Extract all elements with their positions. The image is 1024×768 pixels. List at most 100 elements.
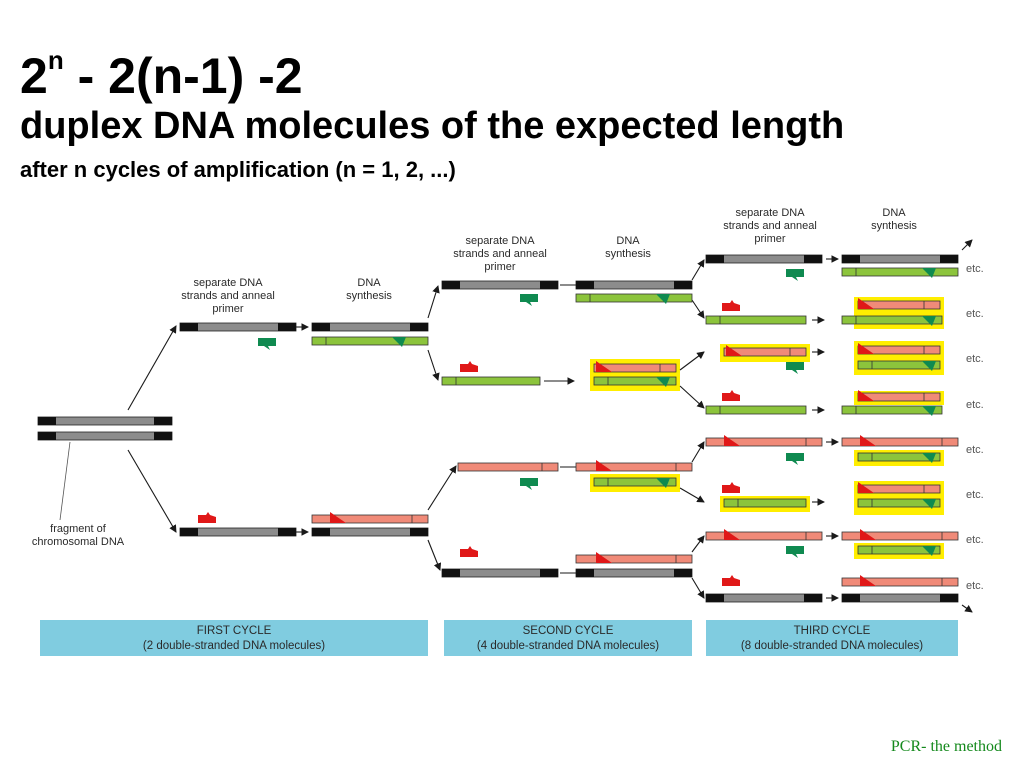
new-strand-green bbox=[705, 405, 807, 415]
cycle-title: THIRD CYCLE bbox=[794, 625, 871, 637]
etc-label: etc. bbox=[966, 399, 984, 411]
new-strand-green bbox=[857, 360, 941, 370]
new-strand-green bbox=[311, 336, 429, 346]
new-strand-salmon bbox=[841, 577, 959, 587]
primer-green-extended bbox=[922, 499, 936, 509]
primer-red bbox=[460, 361, 478, 372]
strand-end-right bbox=[804, 255, 822, 263]
strand-end-right bbox=[410, 528, 428, 536]
process-arrow bbox=[679, 385, 705, 409]
primer-green-extended bbox=[392, 337, 406, 347]
primer-green-extended bbox=[922, 453, 936, 463]
etc-label: etc. bbox=[966, 534, 984, 546]
highlight-layer bbox=[590, 297, 944, 559]
primer-red bbox=[722, 300, 740, 311]
strand-end-right bbox=[804, 594, 822, 602]
primer-red-extended bbox=[860, 529, 876, 540]
step-label-separate: strands and anneal bbox=[181, 290, 275, 302]
process-arrow bbox=[127, 449, 177, 533]
cycle-title: FIRST CYCLE bbox=[197, 625, 272, 637]
step-label-synthesis: synthesis bbox=[346, 290, 392, 302]
primer-red-extended bbox=[726, 345, 742, 356]
cycle-box bbox=[444, 620, 692, 656]
new-strand-green bbox=[841, 267, 959, 277]
cycle-subtitle: (2 double-stranded DNA molecules) bbox=[143, 640, 325, 652]
primer-green-extended bbox=[922, 268, 936, 278]
primer-red-extended bbox=[596, 552, 612, 563]
primer-red-extended bbox=[724, 529, 740, 540]
process-arrow bbox=[961, 604, 973, 613]
fragment-strand-bottom bbox=[37, 431, 173, 441]
step-label-separate: strands and anneal bbox=[723, 220, 817, 232]
etc-label: etc. bbox=[966, 308, 984, 320]
strand-end-right bbox=[940, 594, 958, 602]
subtitle: duplex DNA molecules of the expected len… bbox=[20, 105, 845, 147]
primer-green bbox=[520, 478, 538, 490]
strand-end-right bbox=[674, 281, 692, 289]
strand-end-right bbox=[540, 569, 558, 577]
step-label-synthesis: DNA bbox=[357, 277, 381, 289]
step-label-separate: primer bbox=[754, 233, 786, 245]
primer-red-extended bbox=[858, 298, 874, 309]
new-strand-green bbox=[593, 376, 677, 386]
new-strand-green bbox=[841, 405, 943, 415]
process-arrow bbox=[679, 351, 705, 371]
fragment-strand-top bbox=[37, 416, 173, 426]
strand-end-right bbox=[278, 323, 296, 331]
strand-end-left bbox=[180, 323, 198, 331]
cycle-subtitle: (8 double-stranded DNA molecules) bbox=[741, 640, 923, 652]
title-formula: 2n - 2(n-1) -2 bbox=[20, 30, 303, 106]
new-strand-salmon bbox=[575, 462, 693, 472]
process-arrow bbox=[961, 239, 973, 251]
process-arrow bbox=[691, 259, 705, 281]
etc-label: etc. bbox=[966, 353, 984, 365]
new-strand-salmon bbox=[457, 462, 559, 472]
process-arrow bbox=[691, 535, 705, 553]
strand-end-right bbox=[674, 569, 692, 577]
strand-end-left bbox=[312, 323, 330, 331]
new-strand-green bbox=[441, 376, 541, 386]
process-arrow bbox=[691, 441, 705, 463]
sub-subtitle: after n cycles of amplification (n = 1, … bbox=[20, 157, 456, 182]
new-strand-green bbox=[857, 498, 941, 508]
primer-green bbox=[786, 453, 804, 465]
primer-red-extended bbox=[596, 361, 612, 372]
new-strand-green bbox=[575, 293, 693, 303]
step-label-separate: separate DNA bbox=[193, 277, 263, 289]
primer-green-extended bbox=[922, 316, 936, 326]
primer-red bbox=[722, 390, 740, 401]
etc-label: etc. bbox=[966, 489, 984, 501]
strand-end-left bbox=[442, 569, 460, 577]
strand-layer bbox=[37, 254, 959, 603]
new-strand-salmon bbox=[705, 531, 823, 541]
step-label-separate: separate DNA bbox=[735, 207, 805, 219]
etc-label: etc. bbox=[966, 580, 984, 592]
cycle-box bbox=[40, 620, 428, 656]
primer-red-extended bbox=[596, 460, 612, 471]
primer-red-extended bbox=[858, 482, 874, 493]
new-strand-salmon bbox=[311, 514, 429, 524]
strand-end bbox=[38, 432, 56, 440]
primer-red bbox=[460, 546, 478, 557]
step-label-separate: primer bbox=[212, 303, 244, 315]
process-arrow bbox=[427, 285, 440, 319]
primer-green-extended bbox=[656, 377, 670, 387]
cycle-box-layer: FIRST CYCLE (2 double-stranded DNA molecu… bbox=[40, 620, 958, 656]
strand-end-left bbox=[180, 528, 198, 536]
step-label-separate: primer bbox=[484, 261, 516, 273]
step-label-synthesis: DNA bbox=[882, 207, 906, 219]
primer-red-extended bbox=[724, 435, 740, 446]
new-strand-green bbox=[705, 315, 807, 325]
step-label-synthesis: DNA bbox=[616, 235, 640, 247]
primer-green bbox=[258, 338, 276, 350]
primer-green bbox=[786, 362, 804, 374]
step-label-synthesis: synthesis bbox=[871, 220, 917, 232]
primer-red bbox=[722, 575, 740, 586]
fragment-pointer bbox=[59, 441, 71, 521]
cycle-subtitle: (4 double-stranded DNA molecules) bbox=[477, 640, 659, 652]
fragment-label: fragment of bbox=[50, 523, 107, 535]
strand-end bbox=[154, 417, 172, 425]
strand-end-left bbox=[312, 528, 330, 536]
